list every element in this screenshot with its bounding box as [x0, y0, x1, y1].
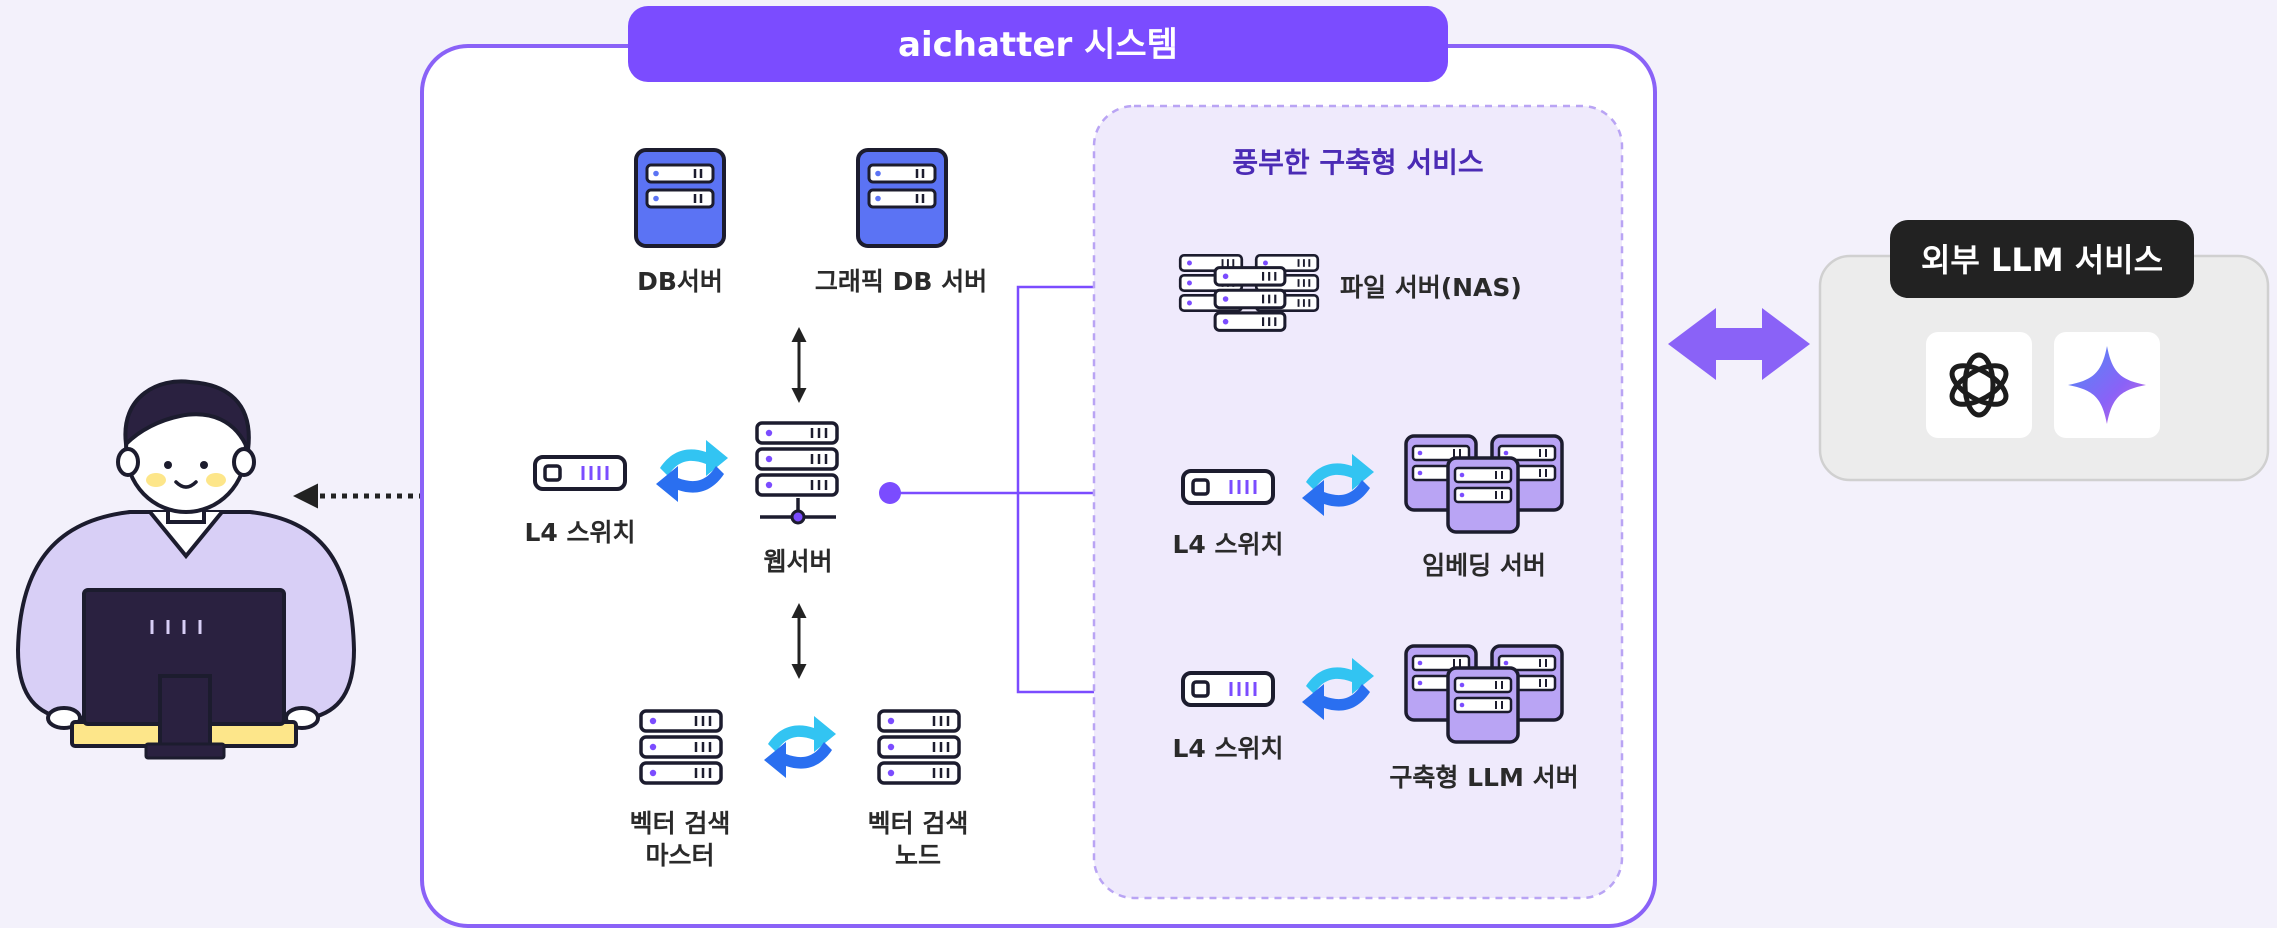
vector-node-label-line1: 벡터 검색 [868, 809, 969, 838]
vector-master-label-line1: 벡터 검색 [630, 809, 731, 838]
graph-db-server-icon [856, 148, 948, 248]
external-llm-title: 외부 LLM 서비스 [1921, 241, 2163, 279]
openai-icon [1926, 332, 2032, 438]
db-server-label: DB서버 [637, 267, 723, 296]
web-server-label: 웹서버 [763, 547, 832, 576]
nas-label: 파일 서버(NAS) [1340, 273, 1522, 302]
l4-switch-icon [533, 455, 627, 491]
l4-switch-a-label: L4 스위치 [1172, 530, 1283, 559]
web-server-icon [755, 421, 839, 525]
vector-master-label-line2: 마스터 [645, 841, 714, 870]
vector-node-label-line2: 노드 [895, 841, 941, 870]
l4-switch-label: L4 스위치 [524, 518, 635, 547]
user-at-computer-illustration [15, 379, 357, 760]
system-title: aichatter 시스템 [898, 25, 1178, 65]
managed-services-title: 풍부한 구축형 서비스 [1232, 146, 1483, 179]
l4-switch-b-icon [1181, 671, 1275, 707]
embedding-server-label: 임베딩 서버 [1422, 551, 1546, 580]
l4-switch-a-icon [1181, 469, 1275, 505]
l4-switch-b-label: L4 스위치 [1172, 734, 1283, 763]
bidirectional-arrow [1668, 308, 1810, 380]
llm-server-label: 구축형 LLM 서버 [1389, 763, 1578, 792]
graph-db-server-label: 그래픽 DB 서버 [815, 267, 987, 296]
vector-master-icon [639, 709, 723, 785]
gemini-icon [2054, 332, 2160, 438]
db-server-icon [634, 148, 726, 248]
system-title-badge: aichatter 시스템 [628, 6, 1448, 82]
vector-node-icon [877, 709, 961, 785]
external-llm-title-badge [1890, 220, 2194, 298]
